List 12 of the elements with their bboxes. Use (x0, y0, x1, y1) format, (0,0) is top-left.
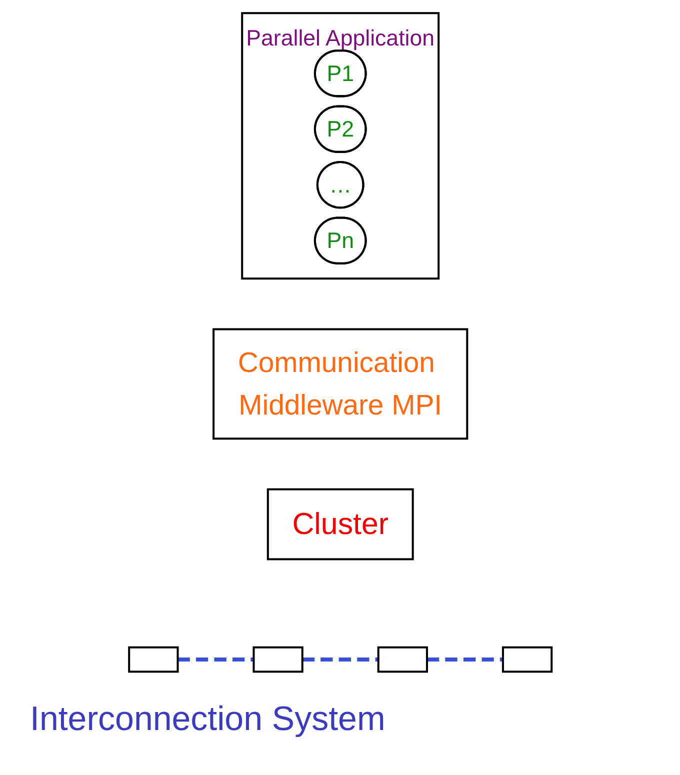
node-box (252, 646, 303, 673)
node-box (502, 646, 552, 673)
connector (426, 658, 503, 662)
diagram: Parallel Application P1 P2 … Pn Communication Middleware MPI Cluster (82, 5, 598, 695)
node-box (128, 646, 178, 673)
node-box (266, 488, 414, 560)
bus-label: Interconnection System (30, 700, 386, 739)
node-box (376, 646, 428, 673)
connector (302, 658, 378, 662)
cluster (240, 12, 440, 280)
connector (177, 658, 254, 662)
node-box (212, 328, 468, 440)
